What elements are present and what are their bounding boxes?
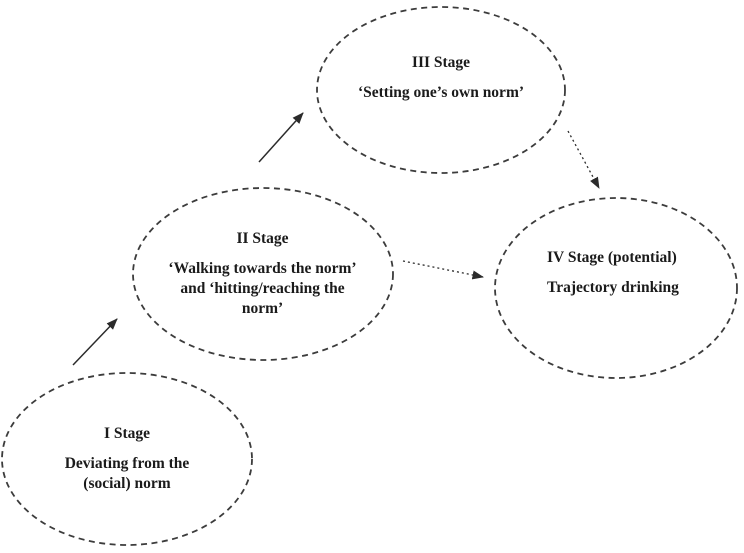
arrow-stage2-to-stage3 — [258, 112, 304, 163]
stage-1-title: I Stage — [103, 425, 151, 442]
arrow-stage3-to-stage4-dotted — [567, 130, 600, 189]
arrow-stage1-to-stage2 — [72, 318, 118, 366]
stage-4-node: IV Stage (potential) Trajectory drinking — [495, 198, 737, 378]
stage-1-description: Deviating from the (social) norm — [64, 455, 190, 492]
stage-3-title: III Stage — [411, 54, 471, 71]
stage-3-ellipse — [316, 6, 566, 174]
stage-1-node: I Stage Deviating from the (social) norm — [2, 373, 252, 545]
arrow-stage2-to-stage4-dotted — [402, 260, 484, 280]
stage-1-ellipse — [1, 372, 253, 546]
stage-4-title: IV Stage (potential) — [547, 249, 677, 266]
stage-3-node: III Stage ‘Setting one’s own norm’ — [317, 7, 565, 171]
stage-2-ellipse — [132, 187, 394, 361]
stage-2-title: II Stage — [236, 230, 289, 247]
stage-2-node: II Stage ‘Walking towards the norm’ and … — [132, 188, 393, 360]
stage-4-description: Trajectory drinking — [547, 279, 679, 296]
stage-2-description: ‘Walking towards the norm’ and ‘hitting/… — [168, 260, 357, 317]
stage-3-description: ‘Setting one’s own norm’ — [357, 84, 525, 101]
stage-4-ellipse — [494, 197, 738, 379]
